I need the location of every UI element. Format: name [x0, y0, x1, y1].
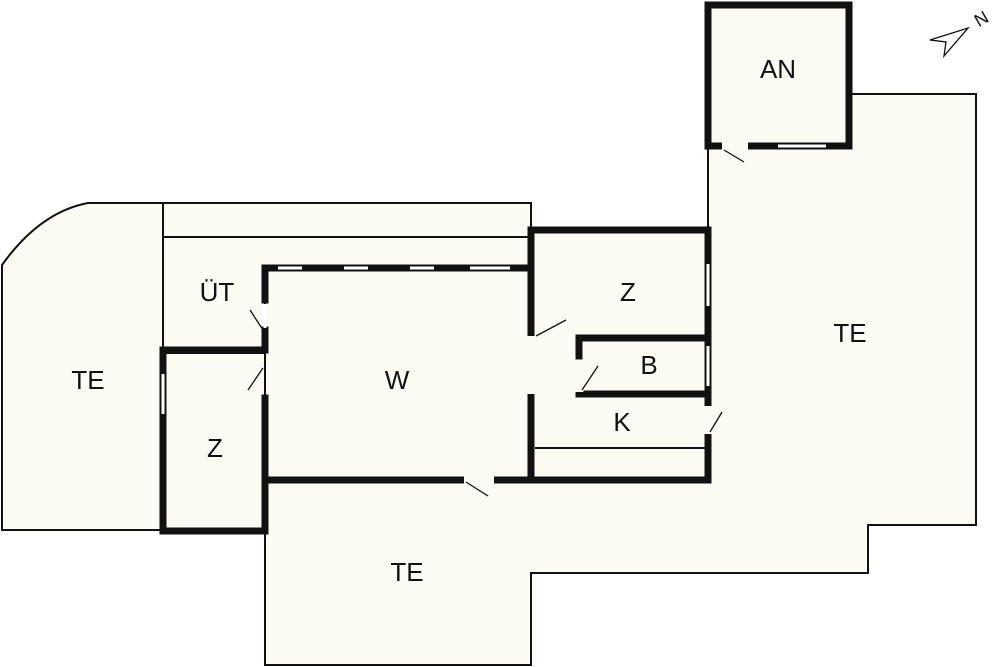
bathroom-wall	[575, 334, 712, 398]
room-label-ut: ÜT	[200, 277, 235, 307]
room-label-k: K	[613, 407, 631, 437]
bedroom-left-wall	[159, 346, 269, 535]
room-label-b: B	[640, 350, 657, 380]
north-label: N	[971, 7, 992, 31]
living-room-north-wall	[261, 264, 535, 304]
east-wing-floor	[530, 229, 709, 481]
room-label-w: W	[385, 365, 410, 395]
room-label-te-right: TE	[833, 318, 866, 348]
room-label-z-top: Z	[620, 277, 636, 307]
porch-strip	[162, 202, 532, 238]
room-label-te-left: TE	[71, 365, 104, 395]
room-label-z-left: Z	[207, 433, 223, 463]
room-label-an: AN	[760, 54, 796, 84]
north-arrow-icon	[929, 26, 970, 59]
terrace-left-area	[0, 202, 164, 531]
east-wing-wall	[261, 226, 712, 484]
door-swings	[247, 149, 745, 497]
room-label-te-bottom: TE	[390, 557, 423, 587]
